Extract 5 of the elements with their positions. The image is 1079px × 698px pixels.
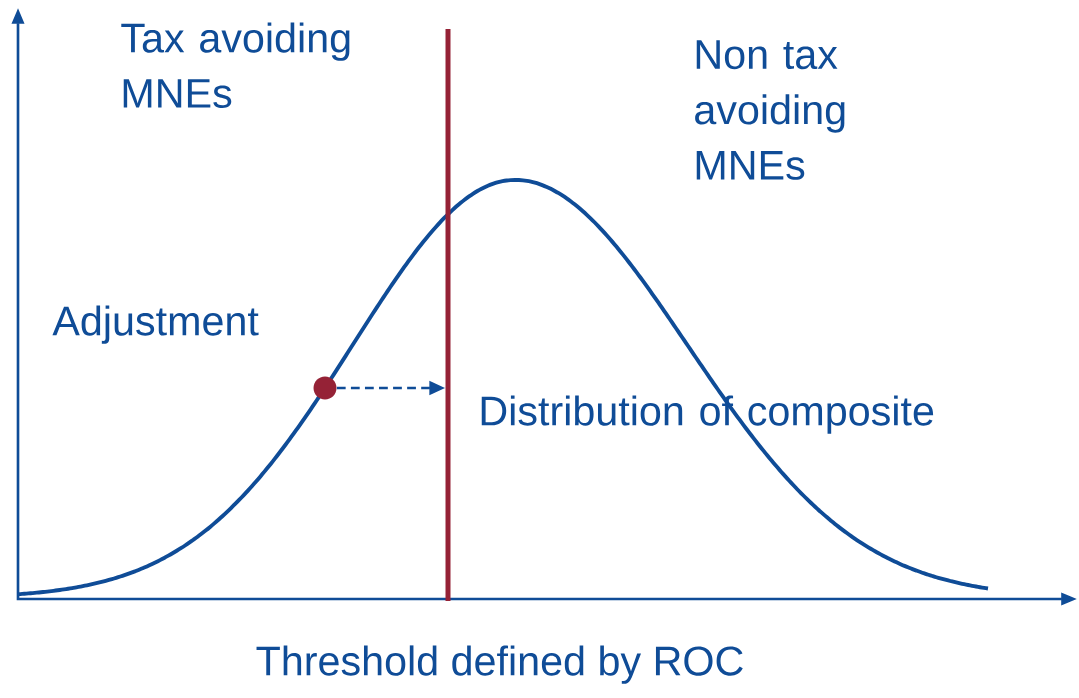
group-label: Tax avoiding MNEs xyxy=(121,22,350,109)
annotation-label: Adjustment xyxy=(52,305,259,344)
point-marker xyxy=(313,376,337,400)
caption: Threshold defined by ROC xyxy=(256,645,743,684)
group-label: Non tax avoiding MNEs xyxy=(695,40,845,180)
